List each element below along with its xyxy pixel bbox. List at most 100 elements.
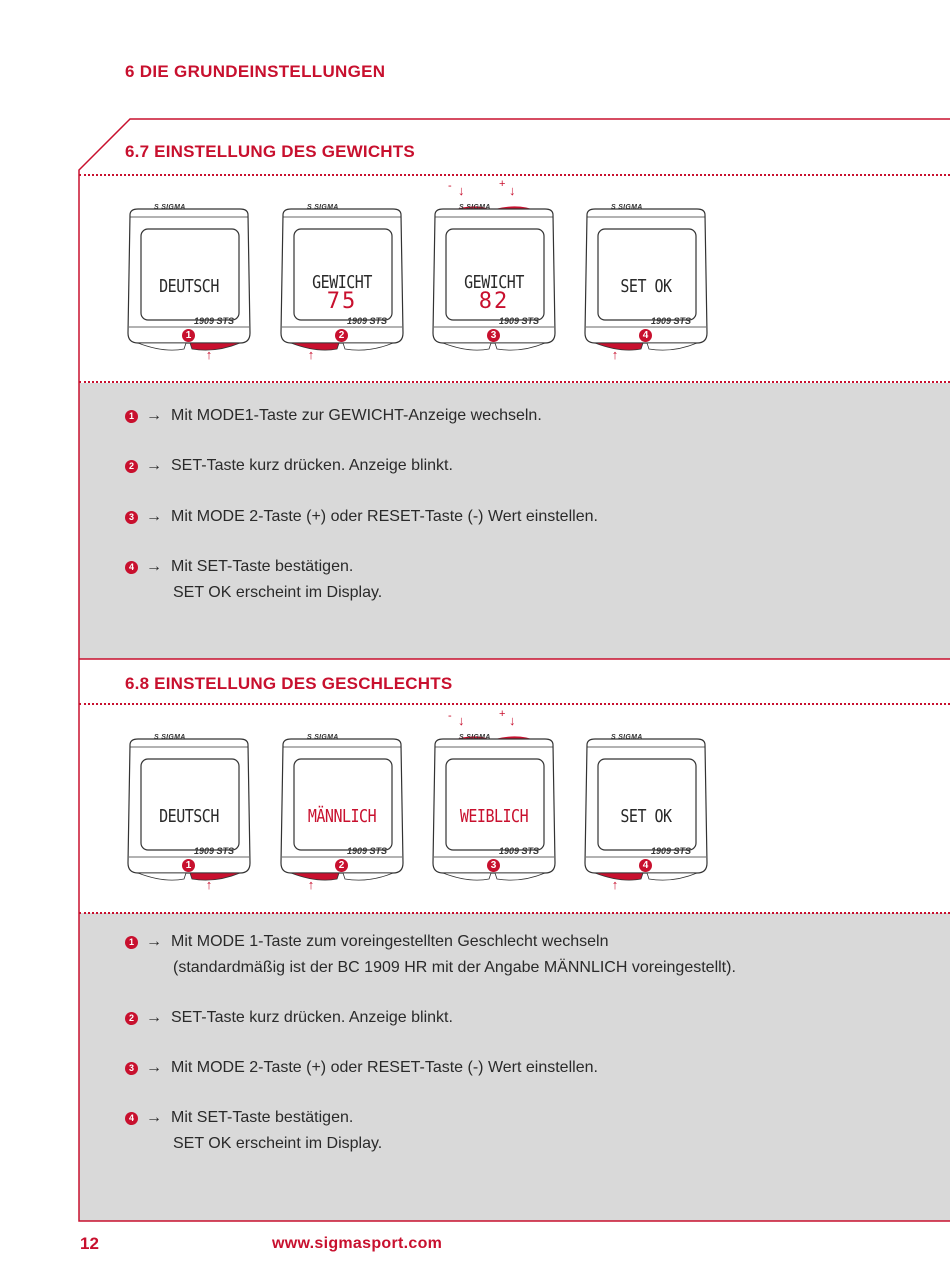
- instruction-item: 2→SET-Taste kurz drücken. Anzeige blinkt…: [125, 1005, 453, 1031]
- sigma-logo: S SIGMA: [611, 204, 643, 211]
- model-label: 1909 STS: [498, 846, 539, 856]
- dotted-divider: [79, 912, 950, 914]
- step-number-badge: 3: [487, 859, 500, 872]
- step-number-badge: 2: [335, 859, 348, 872]
- instruction-text: SET-Taste kurz drücken. Anzeige blinkt.: [171, 457, 453, 474]
- arrow-up-icon: ↑: [307, 347, 315, 362]
- step-number-badge: 1: [182, 329, 195, 342]
- arrow-up-icon: ↑: [611, 347, 619, 362]
- step-number-badge: 1: [125, 936, 138, 949]
- dotted-divider: [79, 174, 950, 176]
- model-label: 1909 STS: [650, 846, 691, 856]
- display-value: 82: [478, 289, 510, 314]
- display-value: 75: [326, 289, 358, 314]
- chapter-title: 6 DIE GRUNDEINSTELLUNGEN: [125, 62, 386, 81]
- instruction-text: Mit MODE1-Taste zur GEWICHT-Anzeige wech…: [171, 407, 542, 424]
- minus-sign: -: [448, 180, 452, 192]
- step-number-badge: 4: [639, 329, 652, 342]
- step-number-badge: 3: [487, 329, 500, 342]
- model-label: 1909 STS: [650, 316, 691, 326]
- section-title-weight: 6.7 EINSTELLUNG DES GEWICHTS: [125, 142, 415, 161]
- arrow-right-icon: →: [146, 1109, 162, 1126]
- instruction-item: 1 → Mit MODE 1-Taste zum voreingestellten …: [125, 929, 736, 981]
- bike-computer-illustration: S SIGMA SET OK 1909 STS 4 ↑: [581, 733, 711, 892]
- arrow-right-icon: →: [146, 558, 162, 575]
- bike-computer-illustration: S SIGMA DEUTSCH 1909 STS 1 ↑: [124, 203, 254, 362]
- instruction-text: Mit MODE 2-Taste (+) oder RESET-Taste (-…: [171, 1059, 598, 1076]
- instruction-text-continued: SET OK erscheint im Display.: [173, 1135, 383, 1152]
- instruction-text-continued: SET OK erscheint im Display.: [173, 584, 383, 601]
- page-number: 12: [80, 1234, 99, 1253]
- instruction-text: Mit SET-Taste bestätigen.: [171, 558, 354, 575]
- arrow-down-icon: ↓: [509, 713, 516, 728]
- arrow-right-icon: →: [146, 1059, 162, 1076]
- model-label: 1909 STS: [346, 846, 387, 856]
- sigma-logo: S SIGMA: [154, 734, 186, 741]
- model-label: 1909 STS: [498, 316, 539, 326]
- display-text: WEIBLICH: [459, 805, 529, 827]
- step-number-badge: 4: [125, 1112, 138, 1125]
- sigma-logo: S SIGMA: [459, 734, 491, 741]
- instruction-item: 3 → Mit MODE 2-Taste (+) oder RESET-Taste …: [125, 1055, 598, 1081]
- display-text: MÄNNLICH: [307, 805, 377, 827]
- arrow-right-icon: →: [146, 457, 162, 474]
- instruction-text: Mit MODE 1-Taste zum voreingestellten Ge…: [171, 933, 609, 950]
- plus-sign: +: [499, 178, 506, 190]
- arrow-right-icon: →: [146, 933, 162, 950]
- step-number-badge: 2: [125, 1012, 138, 1025]
- arrow-right-icon: →: [146, 508, 162, 525]
- arrow-up-icon: ↑: [205, 877, 213, 892]
- step-number-badge: 2: [335, 329, 348, 342]
- step-number-badge: 3: [125, 511, 138, 524]
- plus-sign: +: [499, 708, 506, 720]
- display-text: SET OK: [620, 805, 672, 827]
- step-number-badge: 1: [182, 859, 195, 872]
- bike-computer-illustration: S SIGMA SET OK 1909 STS 4 ↑: [581, 203, 711, 362]
- instruction-item: 4 → Mit SET-Taste bestätigen. SET OK ersch…: [125, 1105, 382, 1157]
- arrow-down-icon: ↓: [509, 183, 516, 198]
- display-text: GEWICHT: [464, 271, 524, 293]
- step-number-badge: 3: [125, 1062, 138, 1075]
- step-number-badge: 4: [125, 561, 138, 574]
- model-label: 1909 STS: [346, 316, 387, 326]
- footer-website-link[interactable]: www.sigmasport.com: [272, 1235, 443, 1252]
- instruction-item: 3 → Mit MODE 2-Taste (+) oder RESET-Taste …: [125, 504, 598, 530]
- display-text: DEUTSCH: [159, 275, 219, 297]
- dotted-divider: [79, 381, 950, 383]
- instructions-panel-weight: [79, 383, 950, 659]
- display-text: DEUTSCH: [159, 805, 219, 827]
- step-number-badge: 2: [125, 460, 138, 473]
- instruction-text-continued: (standardmäßig ist der BC 1909 HR mit de…: [173, 959, 736, 976]
- arrow-right-icon: →: [146, 407, 162, 424]
- step-number-badge: 4: [639, 859, 652, 872]
- instruction-text: Mit MODE 2-Taste (+) oder RESET-Taste (-…: [171, 508, 598, 525]
- sigma-logo: S SIGMA: [154, 204, 186, 211]
- arrow-down-icon: ↓: [458, 183, 465, 198]
- display-text: SET OK: [620, 275, 672, 297]
- section-title-gender: 6.8 EINSTELLUNG DES GESCHLECHTS: [125, 674, 453, 693]
- arrow-right-icon: →: [146, 1009, 162, 1026]
- arrow-up-icon: ↑: [307, 877, 315, 892]
- bike-computer-illustration: S SIGMA DEUTSCH 1909 STS 1 ↑: [124, 733, 254, 892]
- instruction-item: 1→Mit MODE1-Taste zur GEWICHT-Anzeige we…: [125, 403, 542, 429]
- sigma-logo: S SIGMA: [459, 204, 491, 211]
- sigma-logo: S SIGMA: [611, 734, 643, 741]
- bike-computer-illustration: S SIGMA WEIBLICH 1909 STS 3: [429, 733, 559, 883]
- instructions-panel-gender: [79, 913, 950, 1221]
- model-label: 1909 STS: [193, 846, 234, 856]
- arrow-down-icon: ↓: [458, 713, 465, 728]
- instruction-item: 4 → Mit SET-Taste bestätigen. SET OK ersch…: [125, 554, 382, 606]
- minus-sign: -: [448, 710, 452, 722]
- arrow-up-icon: ↑: [611, 877, 619, 892]
- display-text: GEWICHT: [312, 271, 372, 293]
- instruction-item: 2 → SET-Taste kurz drücken. Anzeige blinkt…: [125, 453, 453, 479]
- sigma-logo: S SIGMA: [307, 734, 339, 741]
- arrow-up-icon: ↑: [205, 347, 213, 362]
- model-label: 1909 STS: [193, 316, 234, 326]
- instruction-text: Mit SET-Taste bestätigen.: [171, 1109, 354, 1126]
- sigma-logo: S SIGMA: [307, 204, 339, 211]
- bike-computer-illustration: S SIGMA MÄNNLICH 1909 STS 2 ↑: [277, 733, 407, 892]
